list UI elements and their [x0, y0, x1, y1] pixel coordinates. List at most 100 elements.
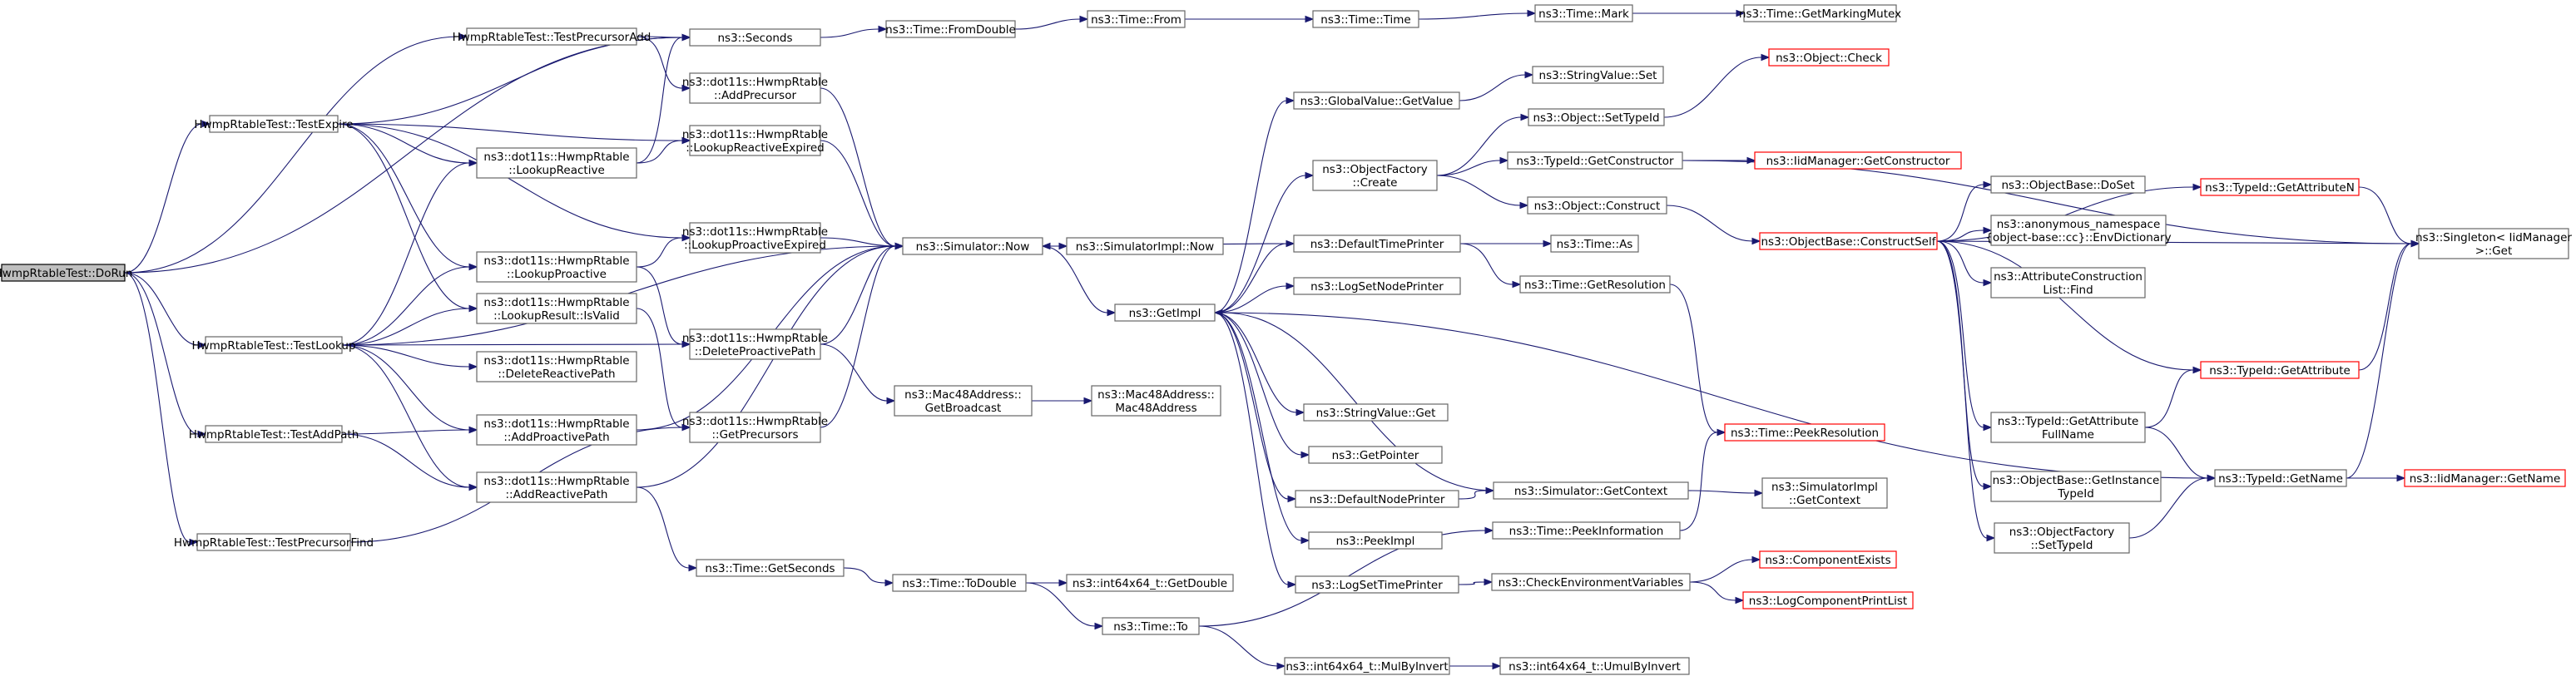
- edge-addReactivePath-to-simNow: [636, 242, 904, 488]
- edge-line: [1436, 175, 1521, 206]
- node-timeMark[interactable]: ns3::Time::Mark: [1534, 4, 1633, 22]
- node-box: [1303, 403, 1449, 422]
- node-getAttributeN[interactable]: ns3::TypeId::GetAttributeN: [2200, 178, 2360, 196]
- node-box: [1, 264, 126, 282]
- node-envDictionary[interactable]: ns3::anonymous_namespace{object-base::cc…: [1985, 215, 2172, 246]
- node-deleteReactivePath[interactable]: ns3::dot11s::HwmpRtable::DeleteReactiveP…: [476, 351, 637, 382]
- node-objectFactoryCreate[interactable]: ns3::ObjectFactory::Create: [1312, 160, 1438, 191]
- node-testAddPath[interactable]: HwmpRtableTest::TestAddPath: [189, 425, 359, 443]
- node-testPrecursorAdd[interactable]: HwmpRtableTest::TestPrecursorAdd: [453, 27, 651, 46]
- node-iidGetConstructor[interactable]: ns3::IidManager::GetConstructor: [1754, 151, 1962, 170]
- node-box: [1493, 481, 1689, 500]
- node-objectSetTypeId[interactable]: ns3::Object::SetTypeId: [1528, 108, 1665, 126]
- edge-line: [341, 266, 470, 346]
- edge-testLookup-to-deleteReactivePath: [341, 344, 478, 371]
- node-logSetTimePrinter[interactable]: ns3::LogSetTimePrinter: [1295, 575, 1459, 594]
- node-fromDouble[interactable]: ns3::Time::FromDouble: [885, 20, 1016, 38]
- node-stringValueGet[interactable]: ns3::StringValue::Get: [1303, 403, 1449, 422]
- node-deleteProactivePath[interactable]: ns3::dot11s::HwmpRtable::DeleteProactive…: [682, 328, 828, 360]
- node-testPrecursorFind[interactable]: HwmpRtableTest::TestPrecursorFind: [174, 533, 374, 551]
- node-getAttribute[interactable]: ns3::TypeId::GetAttribute: [2200, 361, 2360, 379]
- node-markingMutex[interactable]: ns3::Time::GetMarkingMutex: [1739, 4, 1901, 22]
- node-getBroadcast[interactable]: ns3::Mac48Address::GetBroadcast: [894, 385, 1033, 417]
- node-simImplNow[interactable]: ns3::SimulatorImpl::Now: [1066, 237, 1224, 255]
- node-getPrecursors[interactable]: ns3::dot11s::HwmpRtable::GetPrecursors: [682, 412, 828, 443]
- node-lookupReactive[interactable]: ns3::dot11s::HwmpRtable::LookupReactive: [476, 147, 637, 179]
- node-objectCheck[interactable]: ns3::Object::Check: [1768, 48, 1890, 67]
- node-factorySetTypeId[interactable]: ns3::ObjectFactory::SetTypeId: [1994, 522, 2130, 554]
- node-peekImpl[interactable]: ns3::PeekImpl: [1308, 531, 1443, 550]
- node-timeGetResolution[interactable]: ns3::Time::GetResolution: [1519, 275, 1671, 294]
- node-doSet[interactable]: ns3::ObjectBase::DoSet: [1990, 175, 2146, 194]
- node-timeFrom[interactable]: ns3::Time::From: [1087, 10, 1186, 28]
- edge-line: [341, 308, 470, 346]
- node-componentExists[interactable]: ns3::ComponentExists: [1759, 550, 1897, 569]
- node-defaultNodePrinter[interactable]: ns3::DefaultNodePrinter: [1295, 490, 1459, 508]
- arrow-head: [681, 340, 691, 348]
- node-timeTime[interactable]: ns3::Time::Time: [1312, 10, 1419, 28]
- node-label: ::LookupProactive: [507, 268, 607, 281]
- node-addReactivePath[interactable]: ns3::dot11s::HwmpRtable::AddReactivePath: [476, 471, 637, 503]
- node-globalValueGet[interactable]: ns3::GlobalValue::GetValue: [1293, 91, 1460, 110]
- node-defaultTimePrinter[interactable]: ns3::DefaultTimePrinter: [1293, 234, 1461, 253]
- node-addProactivePath[interactable]: ns3::dot11s::HwmpRtable::AddProactivePat…: [476, 414, 637, 446]
- node-macCtor[interactable]: ns3::Mac48Address::Mac48Address: [1091, 385, 1221, 417]
- node-simNow[interactable]: ns3::Simulator::Now: [902, 237, 1043, 255]
- edge-deleteProactivePath-to-simNow: [820, 242, 904, 345]
- node-toDouble[interactable]: ns3::Time::ToDouble: [892, 574, 1027, 592]
- node-getImpl[interactable]: ns3::GetImpl: [1114, 303, 1216, 322]
- node-mulByInvert[interactable]: ns3::int64x64_t::MulByInvert: [1284, 657, 1450, 675]
- node-seconds[interactable]: ns3::Seconds: [689, 28, 821, 47]
- node-isValid[interactable]: ns3::dot11s::HwmpRtable::LookupResult::I…: [476, 293, 637, 324]
- node-logSetNodePrinter[interactable]: ns3::LogSetNodePrinter: [1293, 277, 1461, 295]
- node-peekResolution[interactable]: ns3::Time::PeekResolution: [1724, 423, 1885, 442]
- edge-lookupReactiveExpired-to-simNow: [820, 140, 904, 250]
- edge-line: [1198, 625, 1278, 667]
- node-simImplGetContext[interactable]: ns3::SimulatorImpl::GetContext: [1761, 477, 1888, 509]
- node-label: ns3::dot11s::HwmpRtable: [483, 354, 629, 368]
- node-typeIdGetConstructor[interactable]: ns3::TypeId::GetConstructor: [1507, 151, 1683, 170]
- node-objectConstruct[interactable]: ns3::Object::Construct: [1527, 196, 1667, 215]
- arrow-head: [681, 136, 691, 145]
- node-box: [1754, 151, 1962, 170]
- node-singletonGet[interactable]: ns3::Singleton< IidManager >::Get: [2415, 228, 2572, 259]
- edge-peekInformation-to-peekResolution: [1679, 428, 1726, 531]
- node-getSeconds[interactable]: ns3::Time::GetSeconds: [696, 559, 845, 577]
- node-label: List::Find: [2043, 284, 2093, 297]
- node-int64GetDouble[interactable]: ns3::int64x64_t::GetDouble: [1066, 574, 1234, 592]
- node-timeAs[interactable]: ns3::Time::As: [1550, 234, 1639, 253]
- arrow-head: [468, 263, 478, 271]
- node-lookupProactive[interactable]: ns3::dot11s::HwmpRtable::LookupProactive: [476, 251, 637, 283]
- node-umulByInvert[interactable]: ns3::int64x64_t::UmulByInvert: [1499, 657, 1690, 675]
- arrow-head: [1107, 308, 1117, 317]
- edge-line: [337, 123, 470, 164]
- node-peekInformation[interactable]: ns3::Time::PeekInformation: [1492, 521, 1681, 540]
- node-stringValueSet[interactable]: ns3::StringValue::Set: [1532, 66, 1664, 84]
- edge-getImpl-to-peekImpl: [1214, 312, 1310, 545]
- node-addPrecursor[interactable]: ns3::dot11s::HwmpRtable::AddPrecursor: [682, 72, 828, 104]
- node-testExpire[interactable]: HwmpRtableTest::TestExpire: [194, 115, 354, 133]
- node-typeIdGetName[interactable]: ns3::TypeId::GetName: [2214, 469, 2347, 487]
- node-label: ns3::TypeId::GetConstructor: [1516, 155, 1674, 168]
- node-getPointer[interactable]: ns3::GetPointer: [1308, 446, 1443, 464]
- node-checkEnv[interactable]: ns3::CheckEnvironmentVariables: [1491, 573, 1691, 591]
- node-label: ns3::dot11s::HwmpRtable: [483, 296, 629, 309]
- node-testLookup[interactable]: HwmpRtableTest::TestLookup: [191, 336, 356, 354]
- arrow-head: [1041, 242, 1051, 250]
- arrow-head: [1083, 397, 1093, 405]
- node-box: [892, 574, 1027, 592]
- node-timeTo[interactable]: ns3::Time::To: [1102, 617, 1200, 635]
- node-iidGetName[interactable]: ns3::IidManager::GetName: [2404, 469, 2566, 487]
- node-box: [1507, 151, 1683, 170]
- node-lookupReactiveExpired[interactable]: ns3::dot11s::HwmpRtable::LookupReactiveE…: [682, 125, 828, 156]
- node-simGetContext[interactable]: ns3::Simulator::GetContext: [1493, 481, 1689, 500]
- node-constructSelf[interactable]: ns3::ObjectBase::ConstructSelf: [1759, 232, 1938, 250]
- node-doRun[interactable]: HwmpRtableTest::DoRun: [0, 264, 132, 282]
- node-logComponentPrintList[interactable]: ns3::LogComponentPrintList: [1742, 591, 1914, 609]
- edge-timeTime-to-timeMark: [1418, 9, 1537, 20]
- edge-line: [337, 123, 470, 268]
- node-lookupProactiveExpired[interactable]: ns3::dot11s::HwmpRtable::LookupProactive…: [682, 222, 828, 254]
